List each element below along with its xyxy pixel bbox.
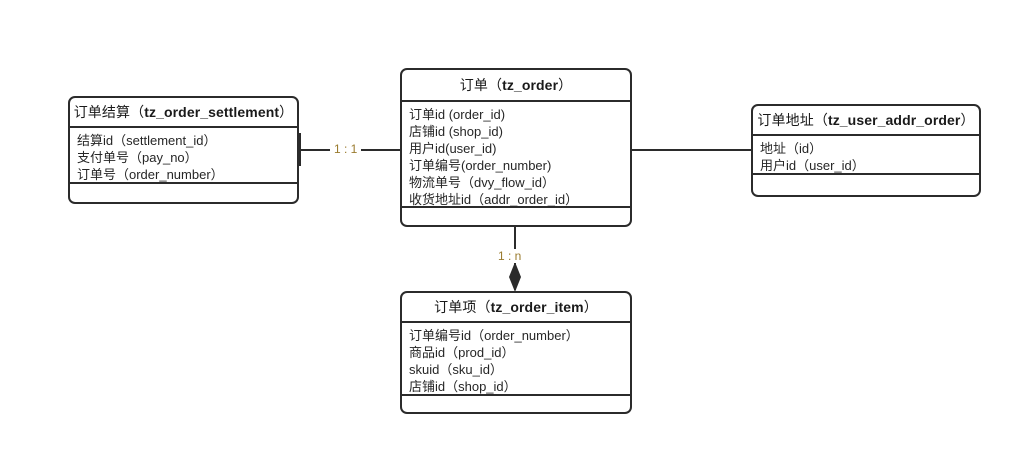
entity-title-text-item: 订单项（tz_order_item） (434, 299, 598, 315)
entity-attributes-tz-order-item: 订单编号id（order_number） 商品id（prod_id） skuid… (402, 323, 630, 396)
attribute-row: 订单编号id（order_number） (409, 328, 579, 343)
attribute-row: 物流单号（dvy_flow_id） (409, 175, 555, 190)
attribute-row: skuid（sku_id） (409, 362, 503, 377)
entity-tz-order-settlement[interactable]: 订单结算（tz_order_settlement） 结算id（settlemen… (68, 96, 299, 204)
entity-title-text-settlement: 订单结算（tz_order_settlement） (73, 104, 294, 120)
entity-title-tz-order: 订单（tz_order） (402, 70, 630, 102)
connector-settlement-endcap (299, 133, 301, 166)
attribute-row: 收货地址id（addr_order_id） (409, 192, 579, 207)
attribute-row: 用户id（user_id） (760, 158, 865, 173)
attribute-row: 订单id (order_id) (409, 107, 506, 122)
connector-order-addr (631, 149, 751, 151)
entity-footer-tz-order-item (402, 396, 630, 412)
entity-tz-order[interactable]: 订单（tz_order） 订单id (order_id) 店铺id (shop_… (400, 68, 632, 227)
entity-footer-tz-user-addr-order (753, 175, 979, 195)
entity-title-tz-order-item: 订单项（tz_order_item） (402, 293, 630, 323)
attribute-row: 订单号（order_number） (77, 167, 224, 182)
entity-attributes-tz-order-settlement: 结算id（settlement_id） 支付单号（pay_no） 订单号（ord… (70, 128, 297, 184)
entity-title-tz-user-addr-order: 订单地址（tz_user_addr_order） (753, 106, 979, 136)
entity-title-text-addr: 订单地址（tz_user_addr_order） (757, 112, 975, 128)
attribute-row: 支付单号（pay_no） (77, 150, 198, 165)
attribute-row: 结算id（settlement_id） (77, 133, 217, 148)
entity-tz-user-addr-order[interactable]: 订单地址（tz_user_addr_order） 地址（id） 用户id（use… (751, 104, 981, 197)
entity-attributes-tz-order: 订单id (order_id) 店铺id (shop_id) 用户id(user… (402, 102, 630, 208)
cardinality-label-order-item: 1 : n (494, 249, 526, 263)
entity-title-tz-order-settlement: 订单结算（tz_order_settlement） (70, 98, 297, 128)
attribute-row: 用户id(user_id) (409, 141, 497, 156)
attribute-row: 订单编号(order_number) (409, 158, 552, 173)
entity-footer-tz-order-settlement (70, 184, 297, 202)
entity-title-text-order: 订单（tz_order） (459, 77, 573, 93)
entity-footer-tz-order (402, 208, 630, 225)
entity-tz-order-item[interactable]: 订单项（tz_order_item） 订单编号id（order_number） … (400, 291, 632, 414)
attribute-row: 店铺id（shop_id） (409, 379, 517, 394)
attribute-row: 店铺id (shop_id) (409, 124, 503, 139)
attribute-row: 商品id（prod_id） (409, 345, 515, 360)
entity-attributes-tz-user-addr-order: 地址（id） 用户id（user_id） (753, 136, 979, 175)
cardinality-label-settlement-order: 1 : 1 (330, 142, 362, 156)
attribute-row: 地址（id） (760, 141, 823, 156)
